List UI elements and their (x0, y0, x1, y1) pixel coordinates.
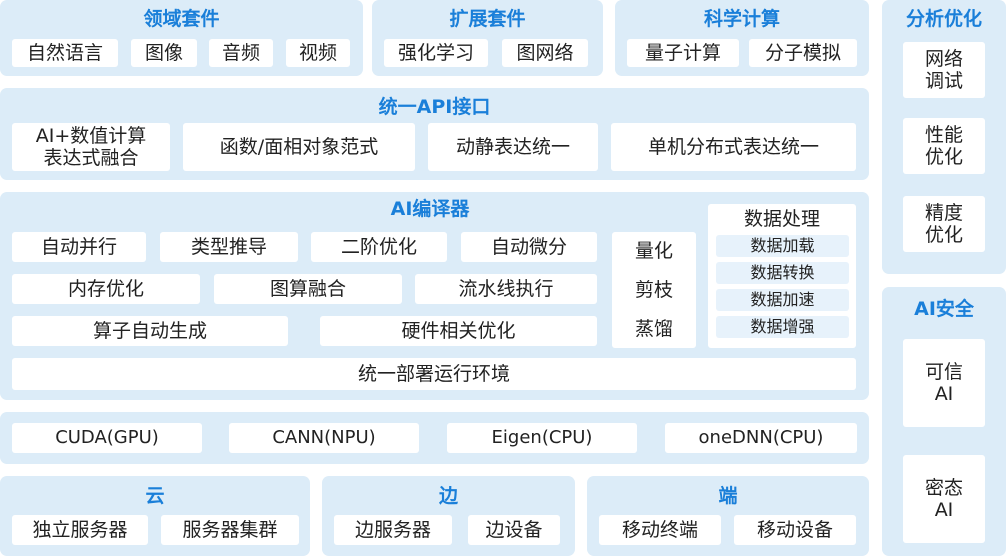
security-title: AI安全 (914, 298, 974, 320)
device-mobile-device: 移动设备 (734, 515, 856, 545)
compiler-title: AI编译器 (390, 198, 470, 220)
compiler-memory-opt: 内存优化 (12, 274, 200, 304)
compiler-second-order: 二阶优化 (311, 232, 447, 262)
domain-kit-image: 图像 (131, 39, 197, 67)
api-functional-oop: 函数/面相对象范式 (183, 123, 415, 171)
data-augmentation: 数据增强 (716, 316, 849, 338)
api-title: 统一API接口 (378, 96, 491, 118)
edge-server: 边服务器 (334, 515, 452, 545)
api-panel: 统一API接口 AI+数值计算 表达式融合 函数/面相对象范式 动静表达统一 单… (0, 88, 869, 180)
scientific-title: 科学计算 (703, 8, 780, 30)
cloud-standalone-server: 独立服务器 (12, 515, 148, 545)
compiler-distillation: 蒸馏 (634, 317, 673, 340)
analysis-network-debug: 网络 调试 (903, 42, 985, 98)
compiler-auto-parallel: 自动并行 (12, 232, 146, 262)
edge-title: 边 (438, 485, 458, 507)
cloud-panel: 云 独立服务器 服务器集群 (0, 476, 310, 556)
backend-cuda: CUDA(GPU) (12, 423, 202, 453)
api-standalone-distributed: 单机分布式表达统一 (611, 123, 856, 171)
security-panel: AI安全 可信 AI 密态 AI (882, 287, 1006, 556)
api-ai-numeric-fusion: AI+数值计算 表达式融合 (12, 123, 170, 171)
api-static-dynamic: 动静表达统一 (428, 123, 598, 171)
compiler-type-inference: 类型推导 (160, 232, 298, 262)
analysis-performance: 性能 优化 (903, 118, 985, 174)
backend-cann: CANN(NPU) (229, 423, 419, 453)
scientific-panel: 科学计算 量子计算 分子模拟 (615, 0, 869, 76)
backend-eigen: Eigen(CPU) (447, 423, 637, 453)
device-mobile-terminal: 移动终端 (599, 515, 721, 545)
cloud-title: 云 (145, 485, 165, 507)
data-processing-title: 数据处理 (743, 208, 820, 230)
security-encrypted-ai: 密态 AI (903, 455, 985, 543)
compiler-quantization: 量化 (634, 240, 673, 263)
backends-panel: CUDA(GPU) CANN(NPU) Eigen(CPU) oneDNN(CP… (0, 412, 869, 464)
compiler-pruning: 剪枝 (634, 278, 673, 301)
data-acceleration: 数据加速 (716, 289, 849, 311)
extension-kits-panel: 扩展套件 强化学习 图网络 (372, 0, 603, 76)
compiler-graph-kernel-fusion: 图算融合 (214, 274, 402, 304)
edge-device: 边设备 (468, 515, 560, 545)
backend-onednn: oneDNN(CPU) (665, 423, 857, 453)
domain-kit-video: 视频 (286, 39, 350, 67)
analysis-panel: 分析优化 网络 调试 性能 优化 精度 优化 (882, 0, 1006, 274)
extension-kit-rl: 强化学习 (384, 39, 488, 67)
compiler-compression-column: 量化 剪枝 蒸馏 (612, 232, 696, 348)
unified-runtime: 统一部署运行环境 (12, 358, 856, 390)
analysis-precision: 精度 优化 (903, 196, 985, 252)
compiler-auto-diff: 自动微分 (461, 232, 597, 262)
cloud-server-cluster: 服务器集群 (161, 515, 299, 545)
domain-kit-audio: 音频 (209, 39, 273, 67)
domain-kits-title: 领域套件 (143, 8, 220, 30)
edge-panel: 边 边服务器 边设备 (322, 476, 575, 556)
device-title: 端 (718, 485, 738, 507)
analysis-title: 分析优化 (905, 8, 982, 30)
security-trusted-ai: 可信 AI (903, 339, 985, 427)
data-loading: 数据加载 (716, 235, 849, 257)
domain-kits-panel: 领域套件 自然语言 图像 音频 视频 (0, 0, 363, 76)
extension-kit-gnn: 图网络 (502, 39, 588, 67)
scientific-molecular: 分子模拟 (749, 39, 857, 67)
extension-kits-title: 扩展套件 (449, 8, 526, 30)
compiler-op-autogen: 算子自动生成 (12, 316, 288, 346)
compiler-pipeline-exec: 流水线执行 (415, 274, 597, 304)
compiler-hardware-opt: 硬件相关优化 (320, 316, 597, 346)
compiler-panel: AI编译器 自动并行 类型推导 二阶优化 自动微分 内存优化 图算融合 流水线执… (0, 192, 869, 400)
device-panel: 端 移动终端 移动设备 (587, 476, 869, 556)
scientific-quantum: 量子计算 (627, 39, 739, 67)
data-transform: 数据转换 (716, 262, 849, 284)
domain-kit-nlp: 自然语言 (12, 39, 118, 67)
